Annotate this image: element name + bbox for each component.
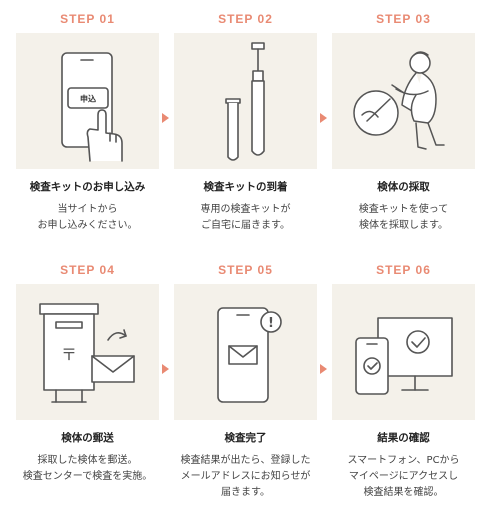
- postal-mark-icon: 〒: [61, 345, 77, 364]
- step-03: STEP 03 検体の採取 検査キットを使って 検体を採取します。: [332, 10, 475, 234]
- arrow-right-icon: [162, 364, 169, 374]
- desc-line: スマートフォン、PCから: [347, 455, 460, 466]
- step-title: 検査キットの到着: [203, 181, 288, 193]
- step-description: 検査キットを使って 検体を採取します。: [332, 202, 475, 234]
- desc-line: ご自宅に届きます。: [201, 220, 290, 231]
- step-description: 専用の検査キットが ご自宅に届きます。: [174, 202, 317, 234]
- phone-tap-icon: 申込: [61, 52, 123, 162]
- arrow-right-icon: [320, 113, 327, 123]
- step-illustration-card: 〒: [16, 284, 159, 420]
- test-kit-icon: [225, 42, 265, 161]
- desc-line: 専用の検査キットが: [200, 204, 291, 215]
- desc-line: 検査結果を確認。: [363, 487, 444, 498]
- desc-line: 検査キットを使って: [358, 204, 449, 215]
- desc-line: マイページにアクセスし: [348, 471, 459, 482]
- step-description: 当サイトから お申し込みください。: [16, 202, 159, 234]
- step-02: STEP 02 検査キットの到着 専用の検査キットが ご自宅に届きます。: [174, 10, 317, 234]
- arrow-right-icon: [162, 113, 169, 123]
- devices-check-icon: [355, 317, 453, 395]
- step-04: STEP 04 〒 検体の郵送 採取した検体を郵送。 検査センターで検査を実施。: [16, 261, 159, 485]
- step-title: 検査キットのお申し込み: [29, 181, 146, 193]
- phone-mail-icon: !: [217, 307, 282, 403]
- desc-line: メールアドレスにお知らせが: [180, 471, 311, 482]
- desc-line: 検査結果が出たら、登録した: [180, 455, 311, 466]
- step-title: 検体の採取: [377, 181, 430, 193]
- desc-line: 検体を採取します。: [359, 220, 448, 231]
- step-label: STEP 03: [376, 12, 431, 26]
- step-title: 検査完了: [224, 432, 267, 444]
- step-illustration-card: 申込: [16, 33, 159, 169]
- step-description: 検査結果が出たら、登録した メールアドレスにお知らせが 届きます。: [174, 453, 317, 501]
- apply-button-text: 申込: [80, 94, 96, 104]
- step-illustration-card: [332, 284, 475, 420]
- desc-line: 検査センターで検査を実施。: [22, 471, 153, 482]
- step-illustration-card: [174, 33, 317, 169]
- step-label: STEP 04: [60, 263, 115, 277]
- mailbox-icon: 〒: [39, 303, 135, 403]
- step-label: STEP 06: [376, 263, 431, 277]
- step-description: スマートフォン、PCから マイページにアクセスし 検査結果を確認。: [332, 453, 475, 501]
- step-05: STEP 05 ! 検査完了 検査結果が出たら、登録した メールアドレスにお知ら…: [174, 261, 317, 501]
- step-label: STEP 01: [60, 12, 115, 26]
- step-label: STEP 02: [218, 12, 273, 26]
- step-illustration-card: !: [174, 284, 317, 420]
- step-01: STEP 01 申込 検査キットのお申し込み 当サイトから お申し込みください。: [16, 10, 159, 234]
- desc-line: 届きます。: [221, 487, 270, 498]
- step-label: STEP 05: [218, 263, 273, 277]
- step-06: STEP 06 結果の確認 スマートフォン、PCから マイページにアクセスし 検…: [332, 261, 475, 501]
- desc-line: 採取した検体を郵送。: [37, 455, 138, 466]
- step-illustration-card: [332, 33, 475, 169]
- arrow-right-icon: [320, 364, 327, 374]
- step-description: 採取した検体を郵送。 検査センターで検査を実施。: [16, 453, 159, 485]
- step-title: 結果の確認: [377, 432, 430, 444]
- step-title: 検体の郵送: [61, 432, 114, 444]
- alert-icon: !: [268, 316, 274, 331]
- desc-line: お申し込みください。: [37, 220, 138, 231]
- sample-collection-icon: [353, 51, 445, 150]
- desc-line: 当サイトから: [57, 204, 118, 215]
